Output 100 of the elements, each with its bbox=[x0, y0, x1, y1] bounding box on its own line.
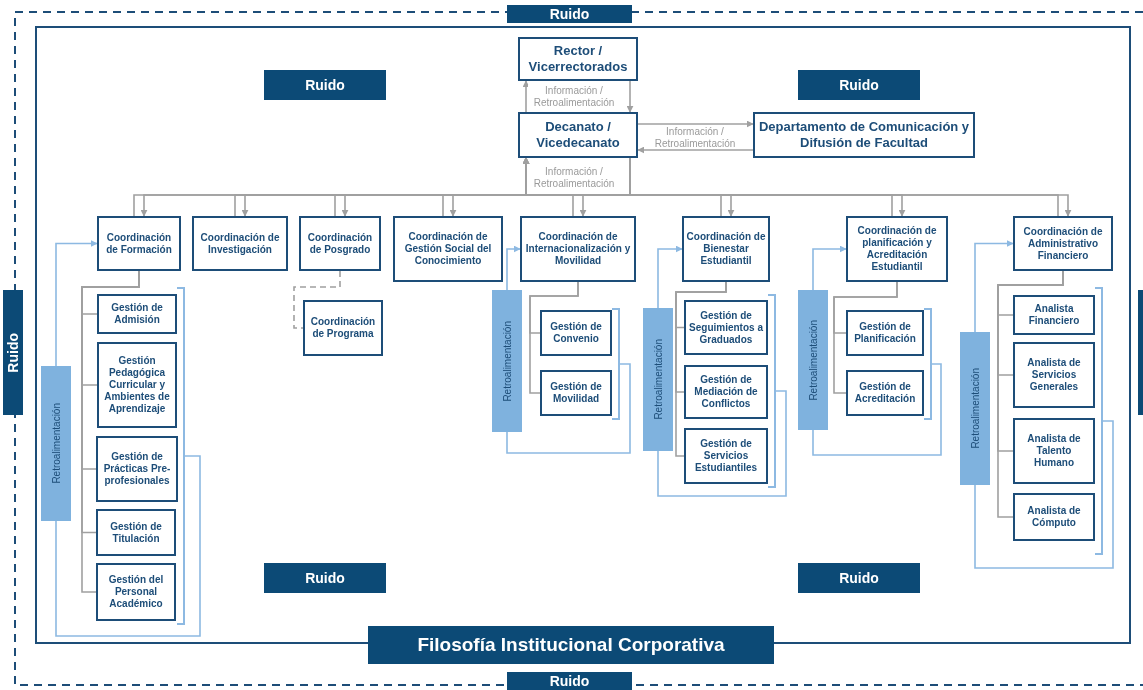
feedback-bar bbox=[798, 290, 828, 430]
box-label: Coordinación de Administrativo Financiero bbox=[1022, 225, 1104, 262]
arrow bbox=[637, 120, 754, 128]
org-box bbox=[518, 37, 638, 81]
org-box bbox=[303, 300, 383, 356]
noise-box bbox=[798, 563, 920, 593]
noise-label: Ruido bbox=[549, 673, 590, 689]
feedback-label: Retroalimentación bbox=[50, 403, 62, 484]
connector-line bbox=[55, 455, 201, 637]
org-box bbox=[520, 216, 636, 282]
bracket bbox=[1095, 287, 1103, 555]
feedback-bar bbox=[960, 332, 990, 485]
noise-box bbox=[798, 70, 920, 100]
box-label: Gestión de Convenio bbox=[549, 321, 603, 345]
noise-box bbox=[264, 70, 386, 100]
bracket bbox=[924, 308, 932, 420]
org-box bbox=[1013, 493, 1095, 541]
connector-line bbox=[812, 363, 942, 456]
feedback-label: Retroalimentación bbox=[969, 368, 981, 449]
arrow bbox=[637, 146, 754, 154]
org-box bbox=[684, 365, 768, 419]
noise-box bbox=[264, 563, 386, 593]
bracket bbox=[177, 287, 185, 625]
box-label: Gestión de Titulación bbox=[109, 520, 163, 545]
arrow bbox=[812, 245, 847, 291]
banner bbox=[368, 626, 774, 664]
org-box bbox=[1013, 418, 1095, 484]
noise-label: Ruido bbox=[549, 6, 590, 22]
box-label: Analista de Servicios Generales bbox=[1026, 357, 1082, 393]
noise-label: Ruido bbox=[305, 570, 345, 586]
org-box bbox=[518, 112, 638, 158]
feedback-label: Retroalimentación bbox=[652, 339, 664, 420]
box-label: Coordinación de Formación bbox=[105, 231, 173, 256]
arrow bbox=[974, 240, 1014, 333]
bracket bbox=[768, 294, 776, 488]
connector-line bbox=[529, 281, 579, 394]
box-label: Gestión de Planificación bbox=[853, 321, 917, 345]
box-label: Gestión de Admisión bbox=[110, 302, 164, 326]
arrow bbox=[522, 80, 530, 113]
connector-line bbox=[675, 281, 727, 457]
feedback-label: Retroalimentación bbox=[501, 320, 513, 402]
feedback-bar bbox=[643, 308, 673, 451]
org-box bbox=[684, 300, 768, 355]
box-label: Analista de Talento Humano bbox=[1026, 433, 1082, 469]
org-box bbox=[393, 216, 503, 282]
org-box bbox=[97, 216, 181, 271]
org-box bbox=[192, 216, 288, 271]
org-box bbox=[846, 370, 924, 416]
org-box bbox=[846, 310, 924, 356]
noise-label: Ruido bbox=[305, 77, 345, 93]
box-label: Coordinación de Programa bbox=[309, 316, 377, 340]
box-label: Departamento de Comunicación y Difusión de Facultad bbox=[757, 119, 971, 151]
box-label: Coordinación de planificación y Acreditación Estudiantil bbox=[856, 225, 938, 273]
box-label: Decanato / Vicedecanato bbox=[535, 119, 621, 151]
connector-line bbox=[833, 281, 898, 394]
box-label: Gestión de Servicios Estudiantiles bbox=[693, 438, 759, 474]
box-label: Gestión de Seguimientos a Graduados bbox=[688, 309, 764, 346]
noise-label: Ruido bbox=[839, 77, 879, 93]
org-box bbox=[96, 563, 176, 621]
org-box bbox=[846, 216, 948, 282]
org-box bbox=[1013, 295, 1095, 335]
feedback-bar bbox=[41, 366, 71, 521]
org-box bbox=[1013, 342, 1095, 408]
box-label: Analista Financiero bbox=[1027, 303, 1081, 327]
box-label: Coordinación de Bienestar Estudiantil bbox=[686, 231, 766, 267]
box-label: Coordinación de Internacionalización y Movilidad bbox=[524, 231, 632, 267]
banner-title: Filosofía Institucional Corporativa bbox=[417, 634, 725, 656]
org-box bbox=[97, 294, 177, 334]
connector-line bbox=[293, 270, 341, 329]
arrow bbox=[55, 240, 98, 367]
box-label: Gestión de Movilidad bbox=[549, 381, 603, 405]
arrow bbox=[657, 245, 683, 309]
box-label: Coordinación de Investigación bbox=[199, 231, 281, 256]
box-label: Gestión de Prácticas Pre-profesionales bbox=[102, 451, 172, 487]
box-label: Gestión de Mediación de Conflictos bbox=[693, 374, 759, 410]
connector-line bbox=[657, 390, 787, 497]
org-box bbox=[753, 112, 975, 158]
noise-label: Ruido bbox=[839, 570, 879, 586]
connector-line bbox=[974, 420, 1114, 569]
noise-box bbox=[507, 5, 632, 23]
box-label: Gestión Pedagógica Curricular y Ambientes de Aprendizaje bbox=[103, 355, 171, 415]
org-box bbox=[96, 436, 178, 502]
org-box bbox=[684, 428, 768, 484]
arrow bbox=[506, 245, 521, 291]
noise-label: Ruido bbox=[5, 332, 21, 373]
feedback-label: Retroalimentación bbox=[807, 319, 819, 401]
noise-box bbox=[1138, 290, 1143, 415]
org-box bbox=[299, 216, 381, 271]
bracket bbox=[612, 308, 620, 420]
connector-line bbox=[506, 363, 631, 454]
box-label: Analista de Cómputo bbox=[1026, 505, 1082, 529]
org-box bbox=[540, 310, 612, 356]
noise-box bbox=[3, 290, 23, 415]
org-box bbox=[96, 509, 176, 556]
org-box bbox=[1013, 216, 1113, 271]
org-box bbox=[97, 342, 177, 428]
box-label: Coordinación de Posgrado bbox=[306, 231, 374, 256]
box-label: Gestión de Acreditación bbox=[853, 381, 917, 405]
connector-line bbox=[997, 270, 1064, 518]
arrow bbox=[626, 80, 634, 113]
